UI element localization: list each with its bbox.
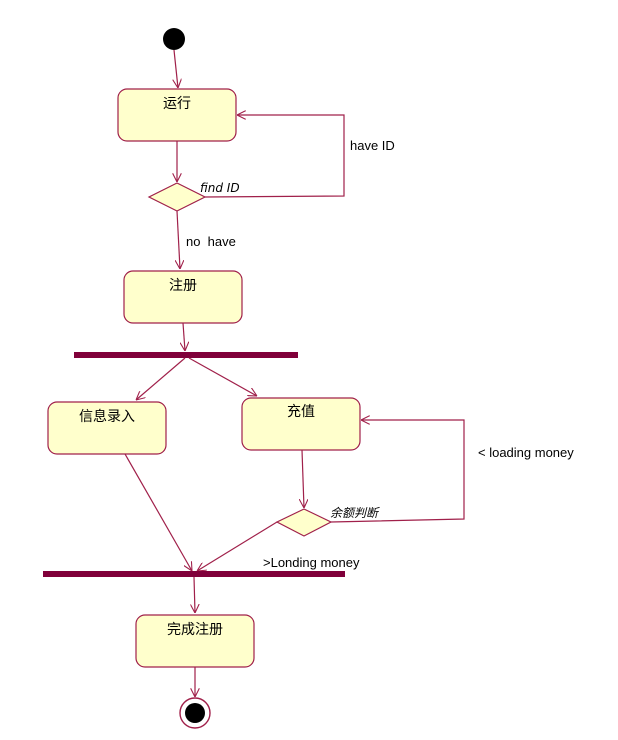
- edge-label-greater-loading: >Londing money: [263, 555, 360, 570]
- edge-label-no-have: no have: [186, 234, 236, 249]
- decision-find-id: [147, 182, 207, 212]
- edge-fork-recharge: [188, 357, 257, 396]
- activity-finish-label: 完成注册: [167, 622, 223, 638]
- edge-less-loading-loop: [330, 420, 465, 523]
- edge-recharge-decision: [302, 449, 304, 508]
- edge-register-fork: [183, 322, 185, 351]
- edge-info-join: [124, 453, 192, 571]
- fork-bar: [74, 352, 298, 358]
- start-node: [163, 28, 185, 50]
- activity-info-entry: [47, 401, 167, 455]
- edge-join-finish: [194, 576, 195, 613]
- decision-balance-label: 余额判断: [330, 506, 380, 520]
- final-node-dot: [185, 703, 205, 723]
- edge-fork-info: [136, 357, 186, 400]
- edge-label-less-loading: < loading money: [478, 445, 574, 460]
- decision-balance: [275, 508, 333, 537]
- join-bar: [43, 571, 345, 577]
- activity-recharge: [241, 397, 361, 451]
- decision-find-id-label: find ID: [200, 181, 240, 195]
- edge-start-run: [174, 49, 178, 88]
- activity-recharge-label: 充值: [287, 404, 315, 420]
- edge-have-id-loop: [204, 115, 345, 198]
- edge-greater-loading: [197, 521, 278, 571]
- edge-label-have-id: have ID: [350, 138, 395, 153]
- activity-info-entry-label: 信息录入: [79, 408, 135, 425]
- activity-register-label: 注册: [169, 278, 197, 294]
- edge-no-have: [177, 210, 180, 269]
- activity-run-label: 运行: [163, 96, 191, 112]
